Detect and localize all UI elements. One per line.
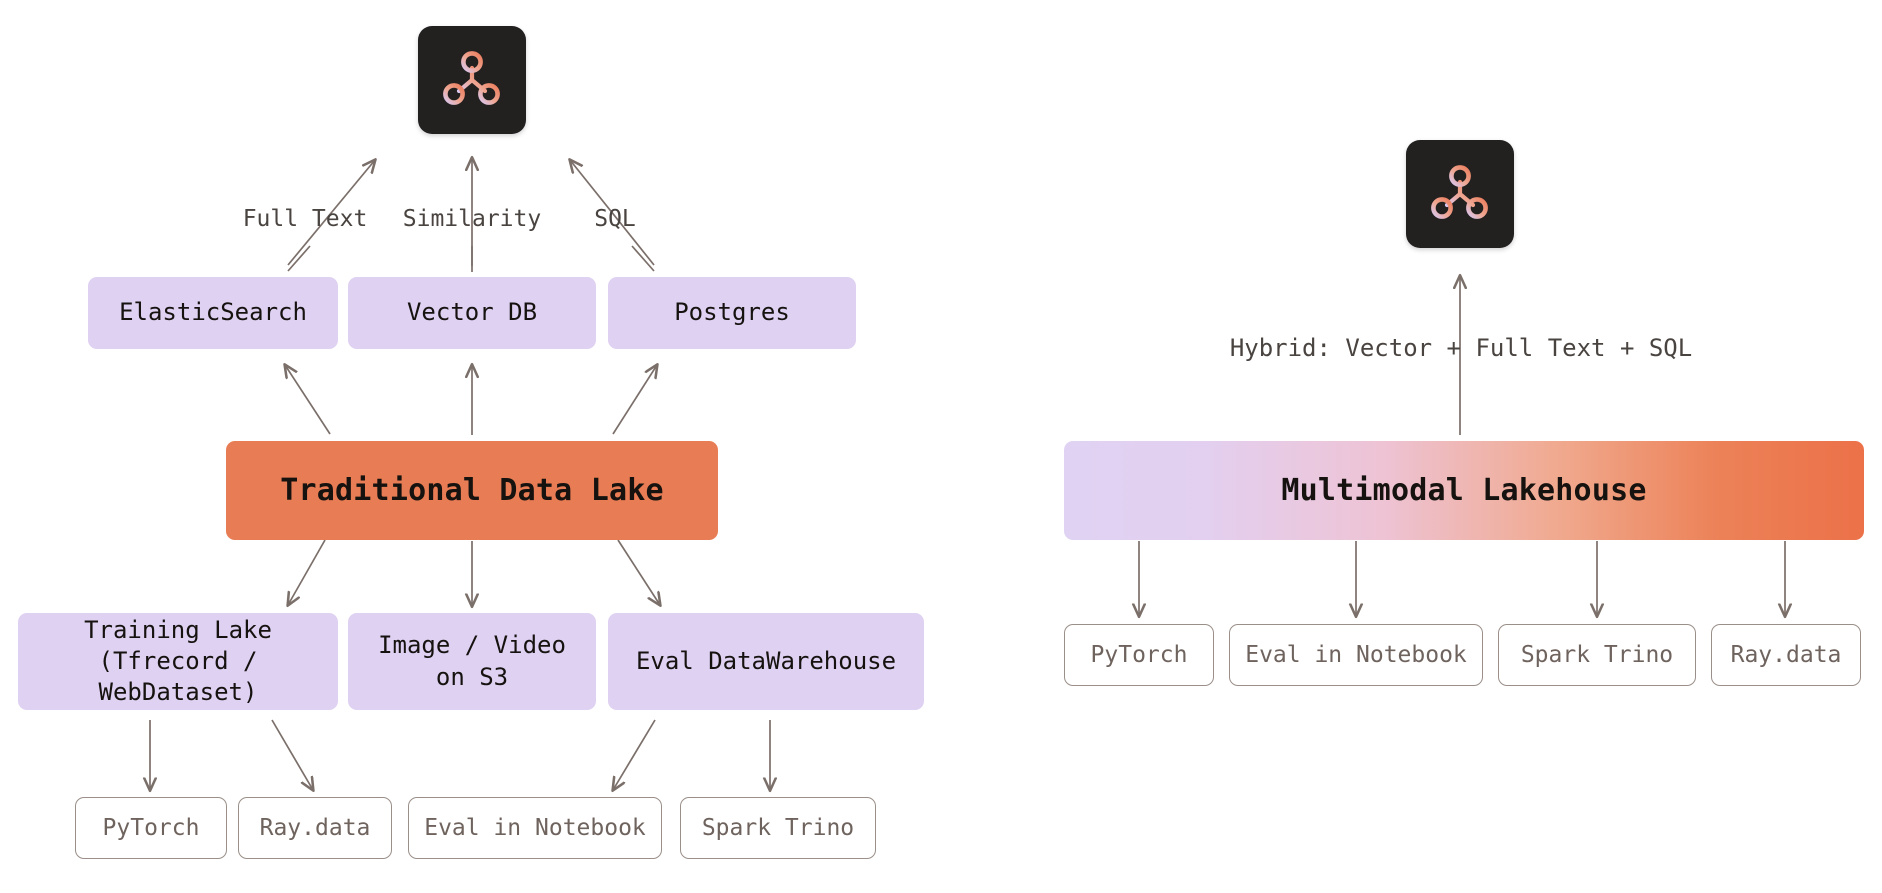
arrow-lake-to-training: [288, 539, 326, 605]
arrow-evaldw-to-notebook: [613, 719, 656, 790]
consumer-box-raydata-left[interactable]: Ray.data: [238, 797, 392, 859]
arrow-lake-to-evaldw: [617, 539, 660, 605]
core-box-multimodal-lakehouse[interactable]: Multimodal Lakehouse: [1064, 441, 1864, 540]
edge-label-full-text: Full Text: [242, 206, 368, 232]
arrow-lake-to-elasticsearch: [285, 365, 331, 435]
core-box-traditional-data-lake[interactable]: Traditional Data Lake: [226, 441, 718, 540]
storage-box-training-lake[interactable]: Training Lake (Tfrecord / WebDataset): [18, 613, 338, 710]
three-node-graph-icon: [443, 51, 500, 105]
left-logo-badge: [418, 26, 526, 134]
edge-label-sql: SQL: [594, 206, 636, 232]
consumer-box-eval-notebook-right[interactable]: Eval in Notebook: [1229, 624, 1483, 686]
arrow-training-to-raydata: [271, 719, 313, 790]
arrow-lake-to-postgres: [612, 365, 657, 435]
storage-box-eval-datawarehouse[interactable]: Eval DataWarehouse: [608, 613, 924, 710]
engine-box-vector-db[interactable]: Vector DB: [348, 277, 596, 349]
engine-box-elasticsearch[interactable]: ElasticSearch: [88, 277, 338, 349]
right-logo-badge: [1406, 140, 1514, 248]
consumer-box-pytorch-left[interactable]: PyTorch: [75, 797, 227, 859]
consumer-box-raydata-right[interactable]: Ray.data: [1711, 624, 1861, 686]
stub-sql: [631, 245, 655, 272]
consumer-box-eval-notebook-left[interactable]: Eval in Notebook: [408, 797, 662, 859]
consumer-box-spark-trino-left[interactable]: Spark Trino: [680, 797, 876, 859]
edge-label-similarity: Similarity: [402, 206, 542, 232]
consumer-box-pytorch-right[interactable]: PyTorch: [1064, 624, 1214, 686]
consumer-box-spark-trino-right[interactable]: Spark Trino: [1498, 624, 1696, 686]
three-node-graph-icon: [1431, 165, 1488, 219]
edge-label-hybrid-query: Hybrid: Vector + Full Text + SQL: [1229, 334, 1693, 362]
stub-fulltext: [287, 245, 311, 272]
storage-box-image-video-s3[interactable]: Image / Video on S3: [348, 613, 596, 710]
engine-box-postgres[interactable]: Postgres: [608, 277, 856, 349]
